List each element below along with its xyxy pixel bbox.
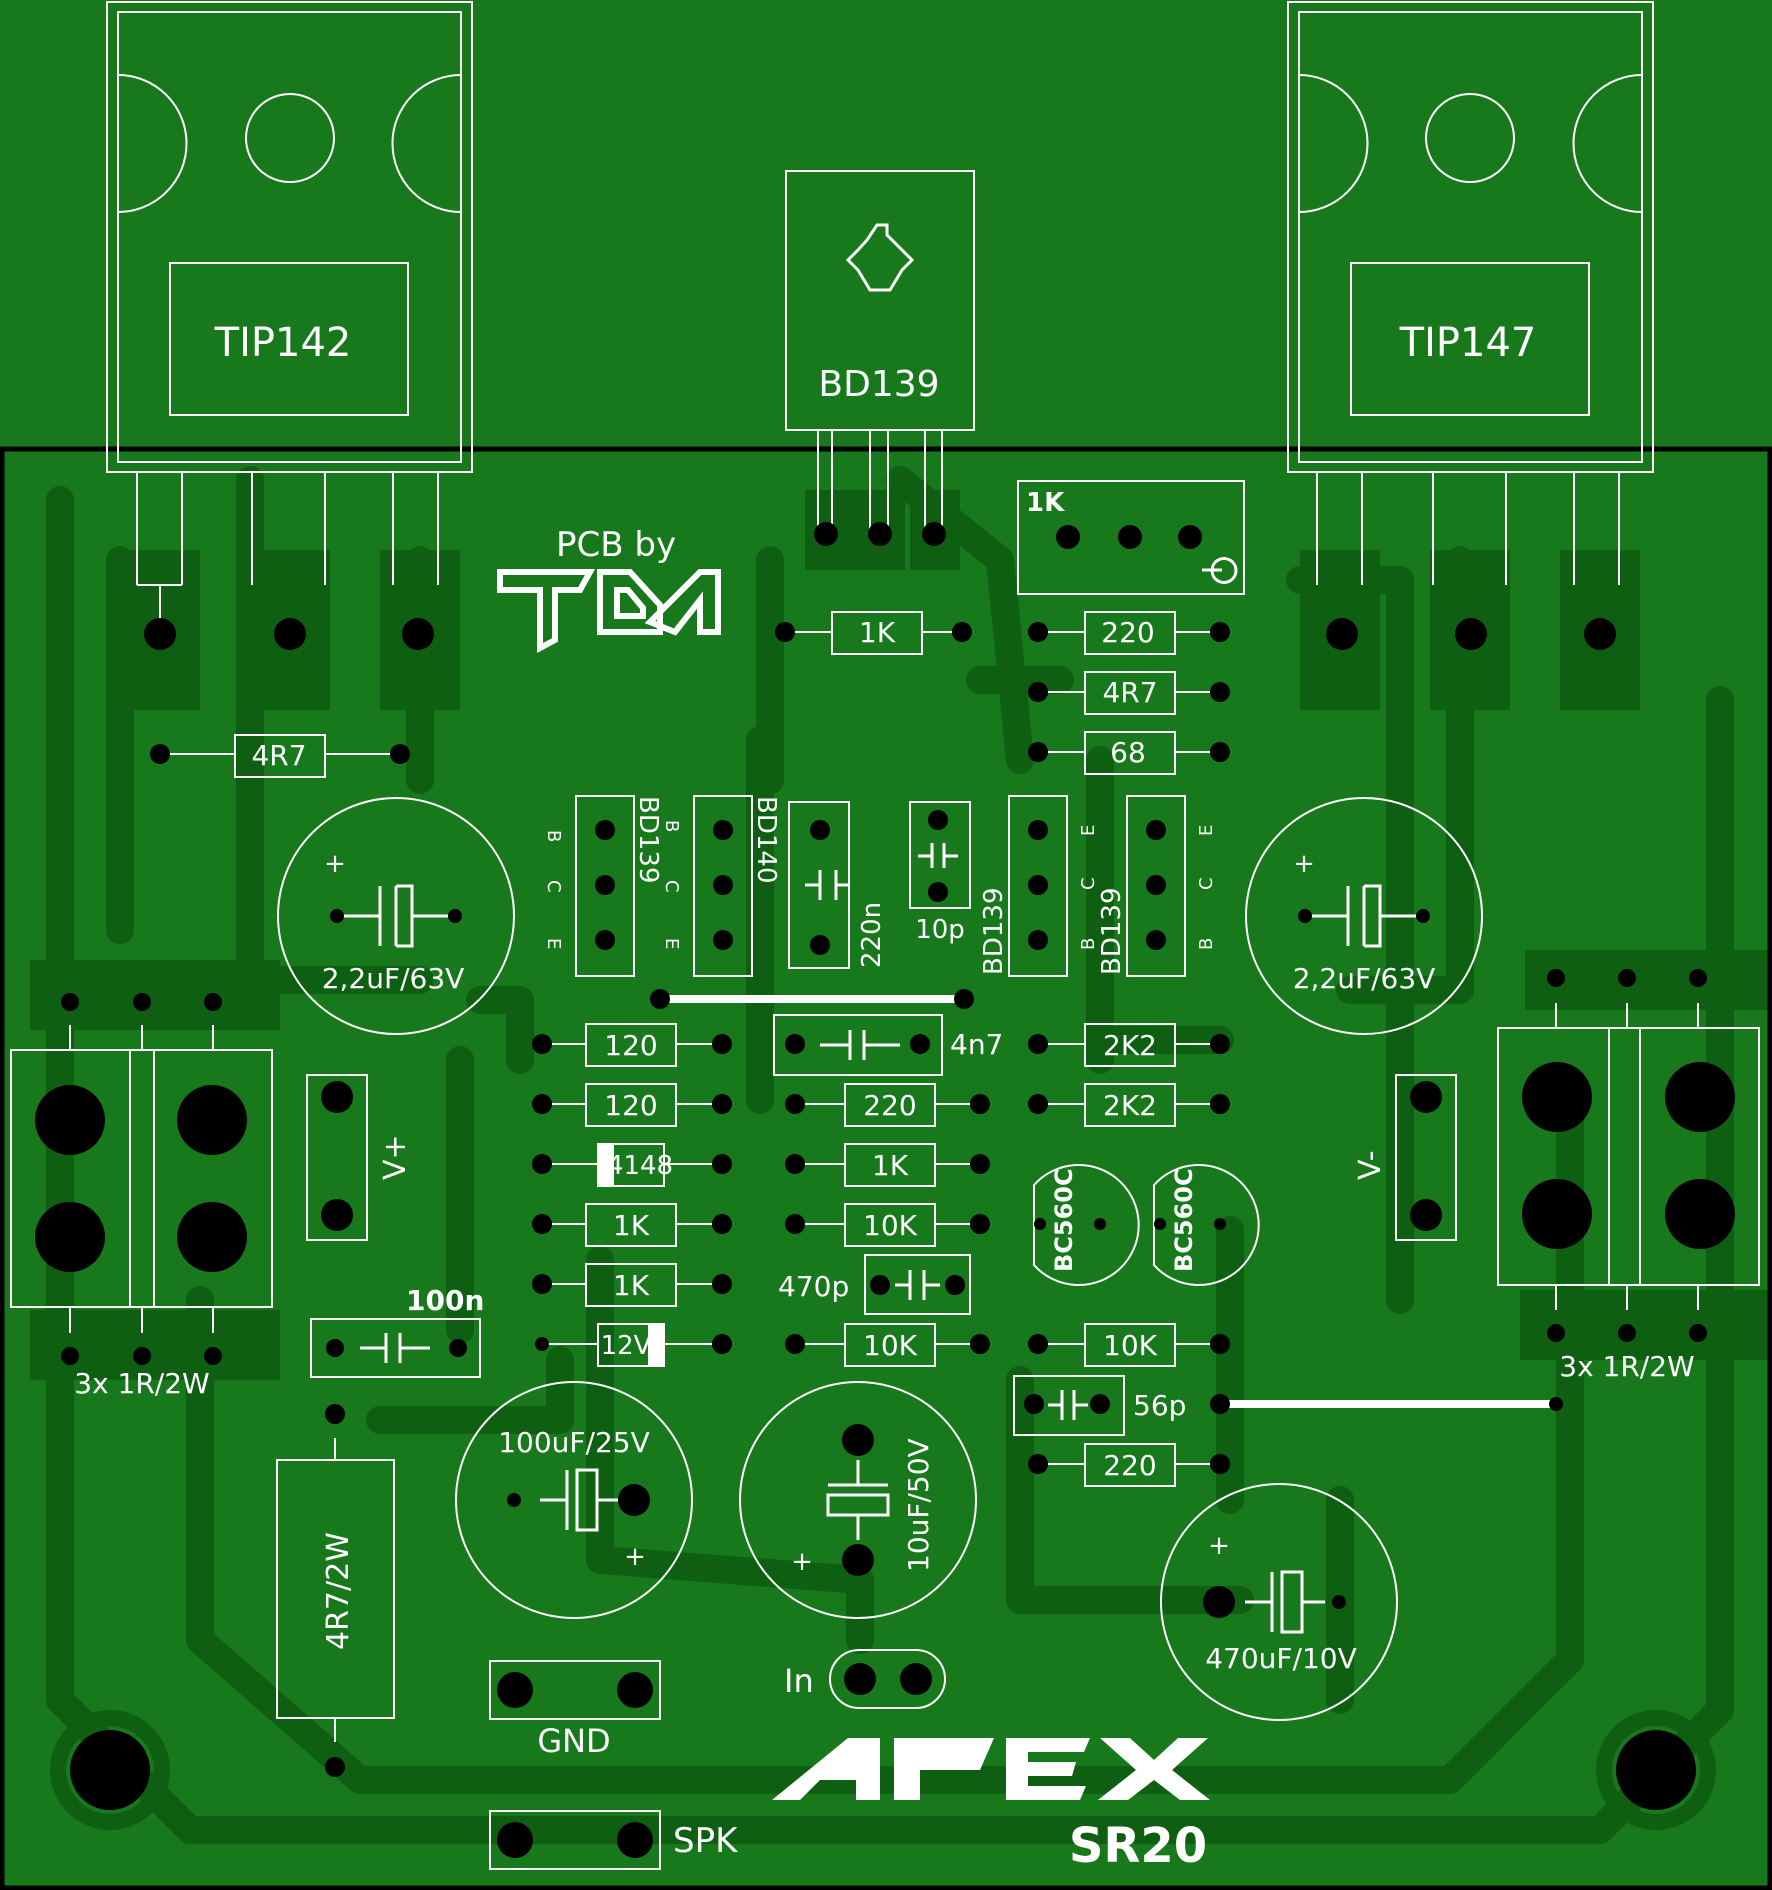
q-bd140-label: BD140 <box>751 796 781 883</box>
r-3x-right-label: 3x 1R/2W <box>1559 1350 1695 1383</box>
r-68-label: 68 <box>1110 736 1146 769</box>
mounting-hole-rings <box>50 1710 1716 1830</box>
q-bd139-r2-label: BD139 <box>1097 888 1127 975</box>
silk-labels: TIP142 TIP147 BD139 PCB by 1K 1K 220 4R7… <box>74 320 1695 1874</box>
r-10k-b-label: 10K <box>863 1329 918 1362</box>
r-2k2-b-label: 2K2 <box>1103 1089 1157 1122</box>
r-220-b-label: 220 <box>863 1089 916 1122</box>
r-10k-c-label: 10K <box>1103 1329 1158 1362</box>
tip147-label: TIP147 <box>1399 320 1537 366</box>
c-10p-label: 10p <box>915 915 965 945</box>
vminus-label: V- <box>1353 1150 1388 1180</box>
capacitor-symbols <box>340 223 1420 1634</box>
r-1k-b-label: 1K <box>613 1269 650 1302</box>
trim-1k-label: 1K <box>1026 488 1065 518</box>
apex-logo-icon <box>772 1738 1210 1800</box>
c-4n7-label: 4n7 <box>950 1028 1003 1061</box>
pin-c-l1: C <box>543 880 564 893</box>
r-1k-c-label: 1K <box>872 1149 909 1182</box>
pin-e-l1: E <box>543 938 564 949</box>
r-4r7-b-label: 4R7 <box>251 739 306 772</box>
bd139-top-label: BD139 <box>818 364 939 405</box>
r-3x-left-label: 3x 1R/2W <box>74 1367 210 1400</box>
pin-c-l2: C <box>661 880 682 893</box>
pin-b-r1: B <box>1078 938 1099 950</box>
r-4r7-a-label: 4R7 <box>1102 676 1157 709</box>
vplus-label: V+ <box>378 1134 413 1180</box>
q-bd139-r1-label: BD139 <box>979 888 1009 975</box>
pads <box>35 522 1735 1858</box>
plus-c-470uf: + <box>1208 1531 1230 1561</box>
pin-e-r2: E <box>1196 825 1217 836</box>
r-1k-top-label: 1K <box>859 616 896 649</box>
plus-cap-right: + <box>1293 849 1315 879</box>
q-bc560-a-label: BC560C <box>1050 1168 1078 1272</box>
pin-c-r2: C <box>1196 877 1217 890</box>
c-100uf-label: 100uF/25V <box>498 1426 650 1459</box>
pin-e-r1: E <box>1078 825 1099 836</box>
pin-b-l1: B <box>543 830 564 842</box>
c-220n-label: 220n <box>857 902 887 968</box>
c-470uf-label: 470uF/10V <box>1205 1642 1357 1675</box>
cap-right-label: 2,2uF/63V <box>1293 962 1436 995</box>
r-220-a-label: 220 <box>1101 616 1154 649</box>
silk-fills <box>598 1144 664 1366</box>
c-56p-label: 56p <box>1133 1389 1186 1422</box>
q-bc560-b-label: BC560C <box>1170 1168 1198 1272</box>
d-4148-label: 4148 <box>607 1151 673 1181</box>
q-bd139-left-label: BD139 <box>633 796 663 883</box>
pin-b-l2: B <box>661 820 682 832</box>
r-4r7-2w-label: 4R7/2W <box>321 1532 356 1650</box>
credit-line: PCB by <box>556 525 676 565</box>
plus-cap-left: + <box>324 849 346 879</box>
pin-b-r2: B <box>1196 938 1217 950</box>
plus-c-100uf: + <box>624 1542 646 1572</box>
r-10k-a-label: 10K <box>863 1209 918 1242</box>
r-120-b-label: 120 <box>604 1089 657 1122</box>
plus-c-10uf: + <box>791 1547 813 1577</box>
pin-e-l2: E <box>661 938 682 949</box>
r-120-a-label: 120 <box>604 1029 657 1062</box>
r-1k-a-label: 1K <box>613 1209 650 1242</box>
d-12v-label: 12V <box>601 1331 652 1361</box>
r-220-c-label: 220 <box>1103 1449 1156 1482</box>
model-label: SR20 <box>1069 1818 1207 1874</box>
silk-outlines <box>10 1 1760 1870</box>
r-2k2-a-label: 2K2 <box>1103 1029 1157 1062</box>
in-label: In <box>784 1662 814 1700</box>
spk-label: SPK <box>673 1821 739 1861</box>
gnd-label: GND <box>537 1722 610 1760</box>
c-100n-label: 100n <box>406 1284 484 1317</box>
jumper-wires <box>656 995 1560 1408</box>
tip142-label: TIP142 <box>214 320 352 366</box>
c-470p-label: 470p <box>778 1270 849 1303</box>
board-outline <box>0 446 1772 1890</box>
tda-logo-icon <box>497 569 721 653</box>
c-10uf-label: 10uF/50V <box>902 1438 935 1572</box>
pin-c-r1: C <box>1078 877 1099 890</box>
cap-left-label: 2,2uF/63V <box>322 962 465 995</box>
